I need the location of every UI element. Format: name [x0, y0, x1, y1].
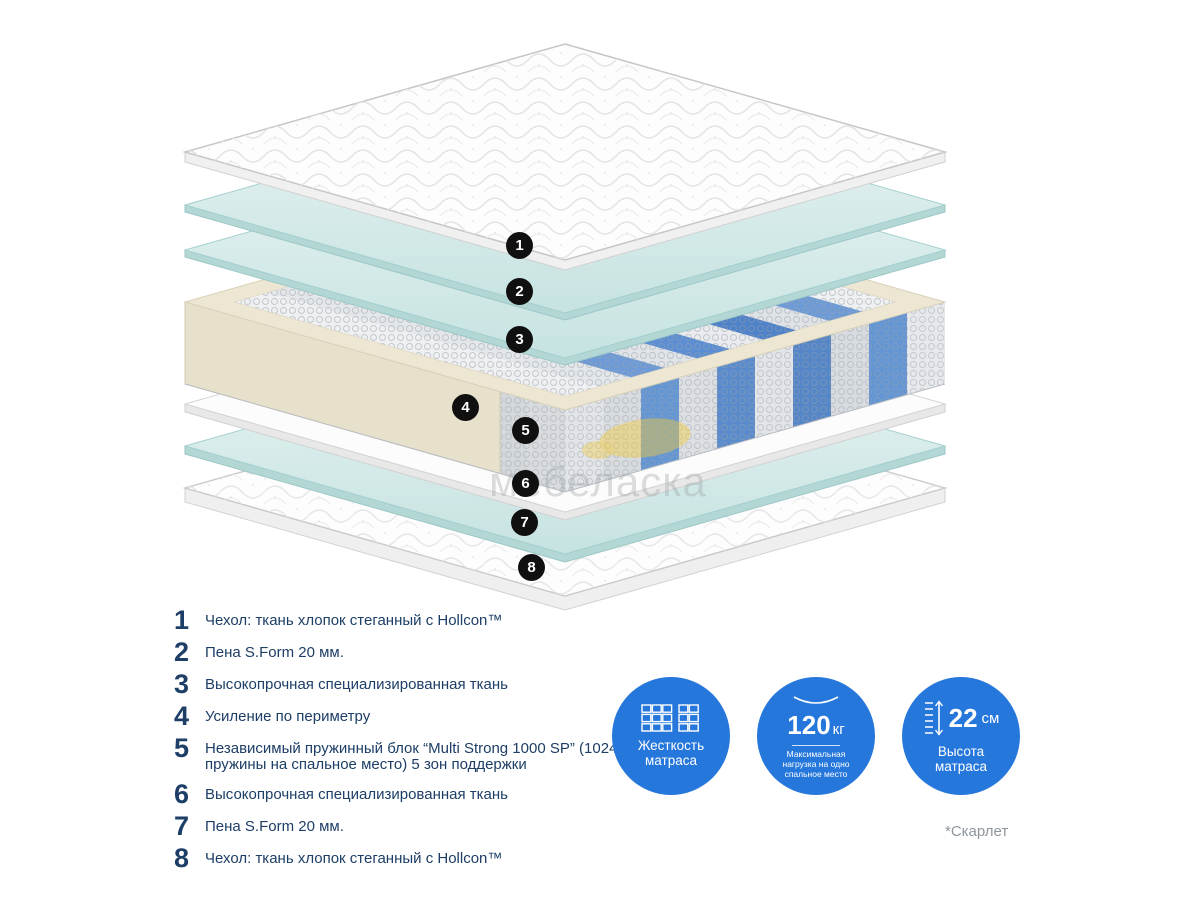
height-ruler-icon	[924, 700, 943, 736]
height-unit: см	[981, 709, 1000, 727]
legend-text: Усиление по периметру	[205, 708, 371, 725]
layer-marker-5: 5	[512, 417, 539, 444]
legend-item-5: 5 Независимый пружинный блок “Multi Stro…	[165, 733, 645, 773]
hardness-badge: Жесткость матраса	[612, 677, 730, 795]
legend-text: Высокопрочная специализированная ткань	[205, 786, 508, 803]
layer-marker-1: 1	[506, 232, 533, 259]
height-value: 22	[948, 702, 978, 733]
legend-item-6: 6 Высокопрочная специализированная ткань	[165, 779, 645, 809]
height-value-row: 22 см	[923, 698, 1000, 738]
max-load-badge: 120 кг Максимальная нагрузка на одно спа…	[757, 677, 875, 795]
legend-number: 3	[173, 669, 189, 699]
legend-text: Высокопрочная специализированная ткань	[205, 676, 508, 693]
model-footnote: *Скарлет	[945, 823, 1009, 840]
legend-text: Пена S.Form 20 мм.	[205, 818, 344, 835]
legend-number: 4	[173, 701, 189, 731]
legend-text: Независимый пружинный блок “Multi Strong…	[205, 740, 618, 773]
legend-text: Пена S.Form 20 мм.	[205, 644, 344, 661]
legend-item-1: 1 Чехол: ткань хлопок стеганный с Hollco…	[165, 605, 645, 635]
feature-badges: Жесткость матраса 120 кг Максимальная на…	[612, 677, 1020, 795]
layer-1-top-cover	[182, 43, 948, 271]
sagging-line-icon	[793, 695, 839, 704]
legend-number: 6	[173, 779, 189, 809]
layer-marker-7: 7	[511, 509, 538, 536]
badge-divider	[792, 744, 840, 746]
layer-marker-3: 3	[506, 326, 533, 353]
max-load-value: 120	[787, 709, 831, 740]
legend-number: 8	[173, 843, 189, 873]
height-badge: 22 см Высота матраса	[902, 677, 1020, 795]
max-load-value-row: 120 кг	[787, 710, 844, 741]
height-badge-label: Высота матраса	[935, 744, 987, 774]
max-load-label: Максимальная нагрузка на одно спальное м…	[782, 748, 850, 779]
legend-item-2: 2 Пена S.Form 20 мм.	[165, 637, 645, 667]
firmness-grid-icon	[641, 704, 699, 732]
legend-text: Чехол: ткань хлопок стеганный с Hollcon™	[205, 850, 503, 867]
legend-item-3: 3 Высокопрочная специализированная ткань	[165, 669, 645, 699]
layer-marker-8: 8	[518, 554, 545, 581]
legend-number: 7	[173, 811, 189, 841]
legend-number: 1	[173, 605, 189, 635]
layer-marker-4: 4	[452, 394, 479, 421]
legend-text: Чехол: ткань хлопок стеганный с Hollcon™	[205, 612, 503, 629]
layers-legend: 1 Чехол: ткань хлопок стеганный с Hollco…	[165, 605, 645, 880]
layer-marker-2: 2	[506, 278, 533, 305]
max-load-unit: кг	[832, 720, 845, 738]
legend-item-7: 7 Пена S.Form 20 мм.	[165, 811, 645, 841]
legend-number: 5	[173, 733, 189, 763]
mattress-exploded-diagram: мебеласка	[182, 43, 948, 611]
legend-number: 2	[173, 637, 189, 667]
hardness-badge-label: Жесткость матраса	[637, 738, 705, 768]
legend-item-4: 4 Усиление по периметру	[165, 701, 645, 731]
legend-item-8: 8 Чехол: ткань хлопок стеганный с Hollco…	[165, 843, 645, 873]
layer-marker-6: 6	[512, 470, 539, 497]
